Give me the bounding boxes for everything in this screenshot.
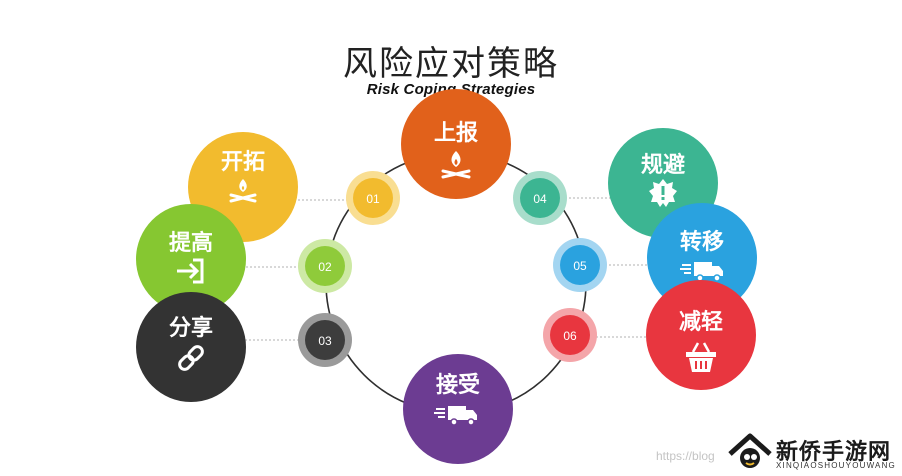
node-mitigate: 减轻 <box>646 280 756 390</box>
campfire-icon <box>229 179 257 203</box>
node-improve: 提高 <box>136 204 246 314</box>
badge-03: 03 <box>298 313 352 367</box>
diagram-title: 风险应对策略 <box>343 44 559 84</box>
node-report: 上报 <box>401 89 511 199</box>
node-share-label: 分享 <box>169 315 213 341</box>
node-explore-label: 开拓 <box>221 150 265 175</box>
node-report-label: 上报 <box>434 121 478 146</box>
badge-06: 06 <box>543 308 597 362</box>
badge-01-number: 01 <box>366 192 380 206</box>
node-mitigate-label: 减轻 <box>679 309 723 335</box>
badge-01: 01 <box>346 171 400 225</box>
badge-04-number: 04 <box>533 192 547 206</box>
badge-04: 04 <box>513 171 567 225</box>
campfire-icon <box>441 151 471 179</box>
badge-02-number: 02 <box>318 260 332 274</box>
basket-icon <box>686 342 716 372</box>
node-transfer: 转移 <box>647 203 757 313</box>
node-transfer-label: 转移 <box>680 229 724 255</box>
enter-icon <box>177 258 204 284</box>
badge-02: 02 <box>298 239 352 293</box>
node-accept-label: 接受 <box>436 372 480 398</box>
node-avoid-label: 规避 <box>641 152 685 178</box>
badge-05-number: 05 <box>573 259 587 273</box>
delivery-truck-icon <box>680 262 723 282</box>
node-improve-label: 提高 <box>169 230 213 256</box>
delivery-truck-icon <box>434 406 477 426</box>
warning-burst-icon <box>649 179 677 207</box>
badge-05: 05 <box>553 238 607 292</box>
blog-watermark: https://blog <box>656 449 715 463</box>
node-accept: 接受 <box>403 354 513 464</box>
link-icon <box>178 345 204 371</box>
brand-subtitle: XINQIAOSHOUYOUWANG <box>776 461 896 470</box>
brand-name: 新侨手游网 <box>776 440 892 465</box>
node-share: 分享 <box>136 292 246 402</box>
badge-03-number: 03 <box>318 334 332 348</box>
badge-06-number: 06 <box>563 329 577 343</box>
brand-logo-icon <box>728 433 772 468</box>
